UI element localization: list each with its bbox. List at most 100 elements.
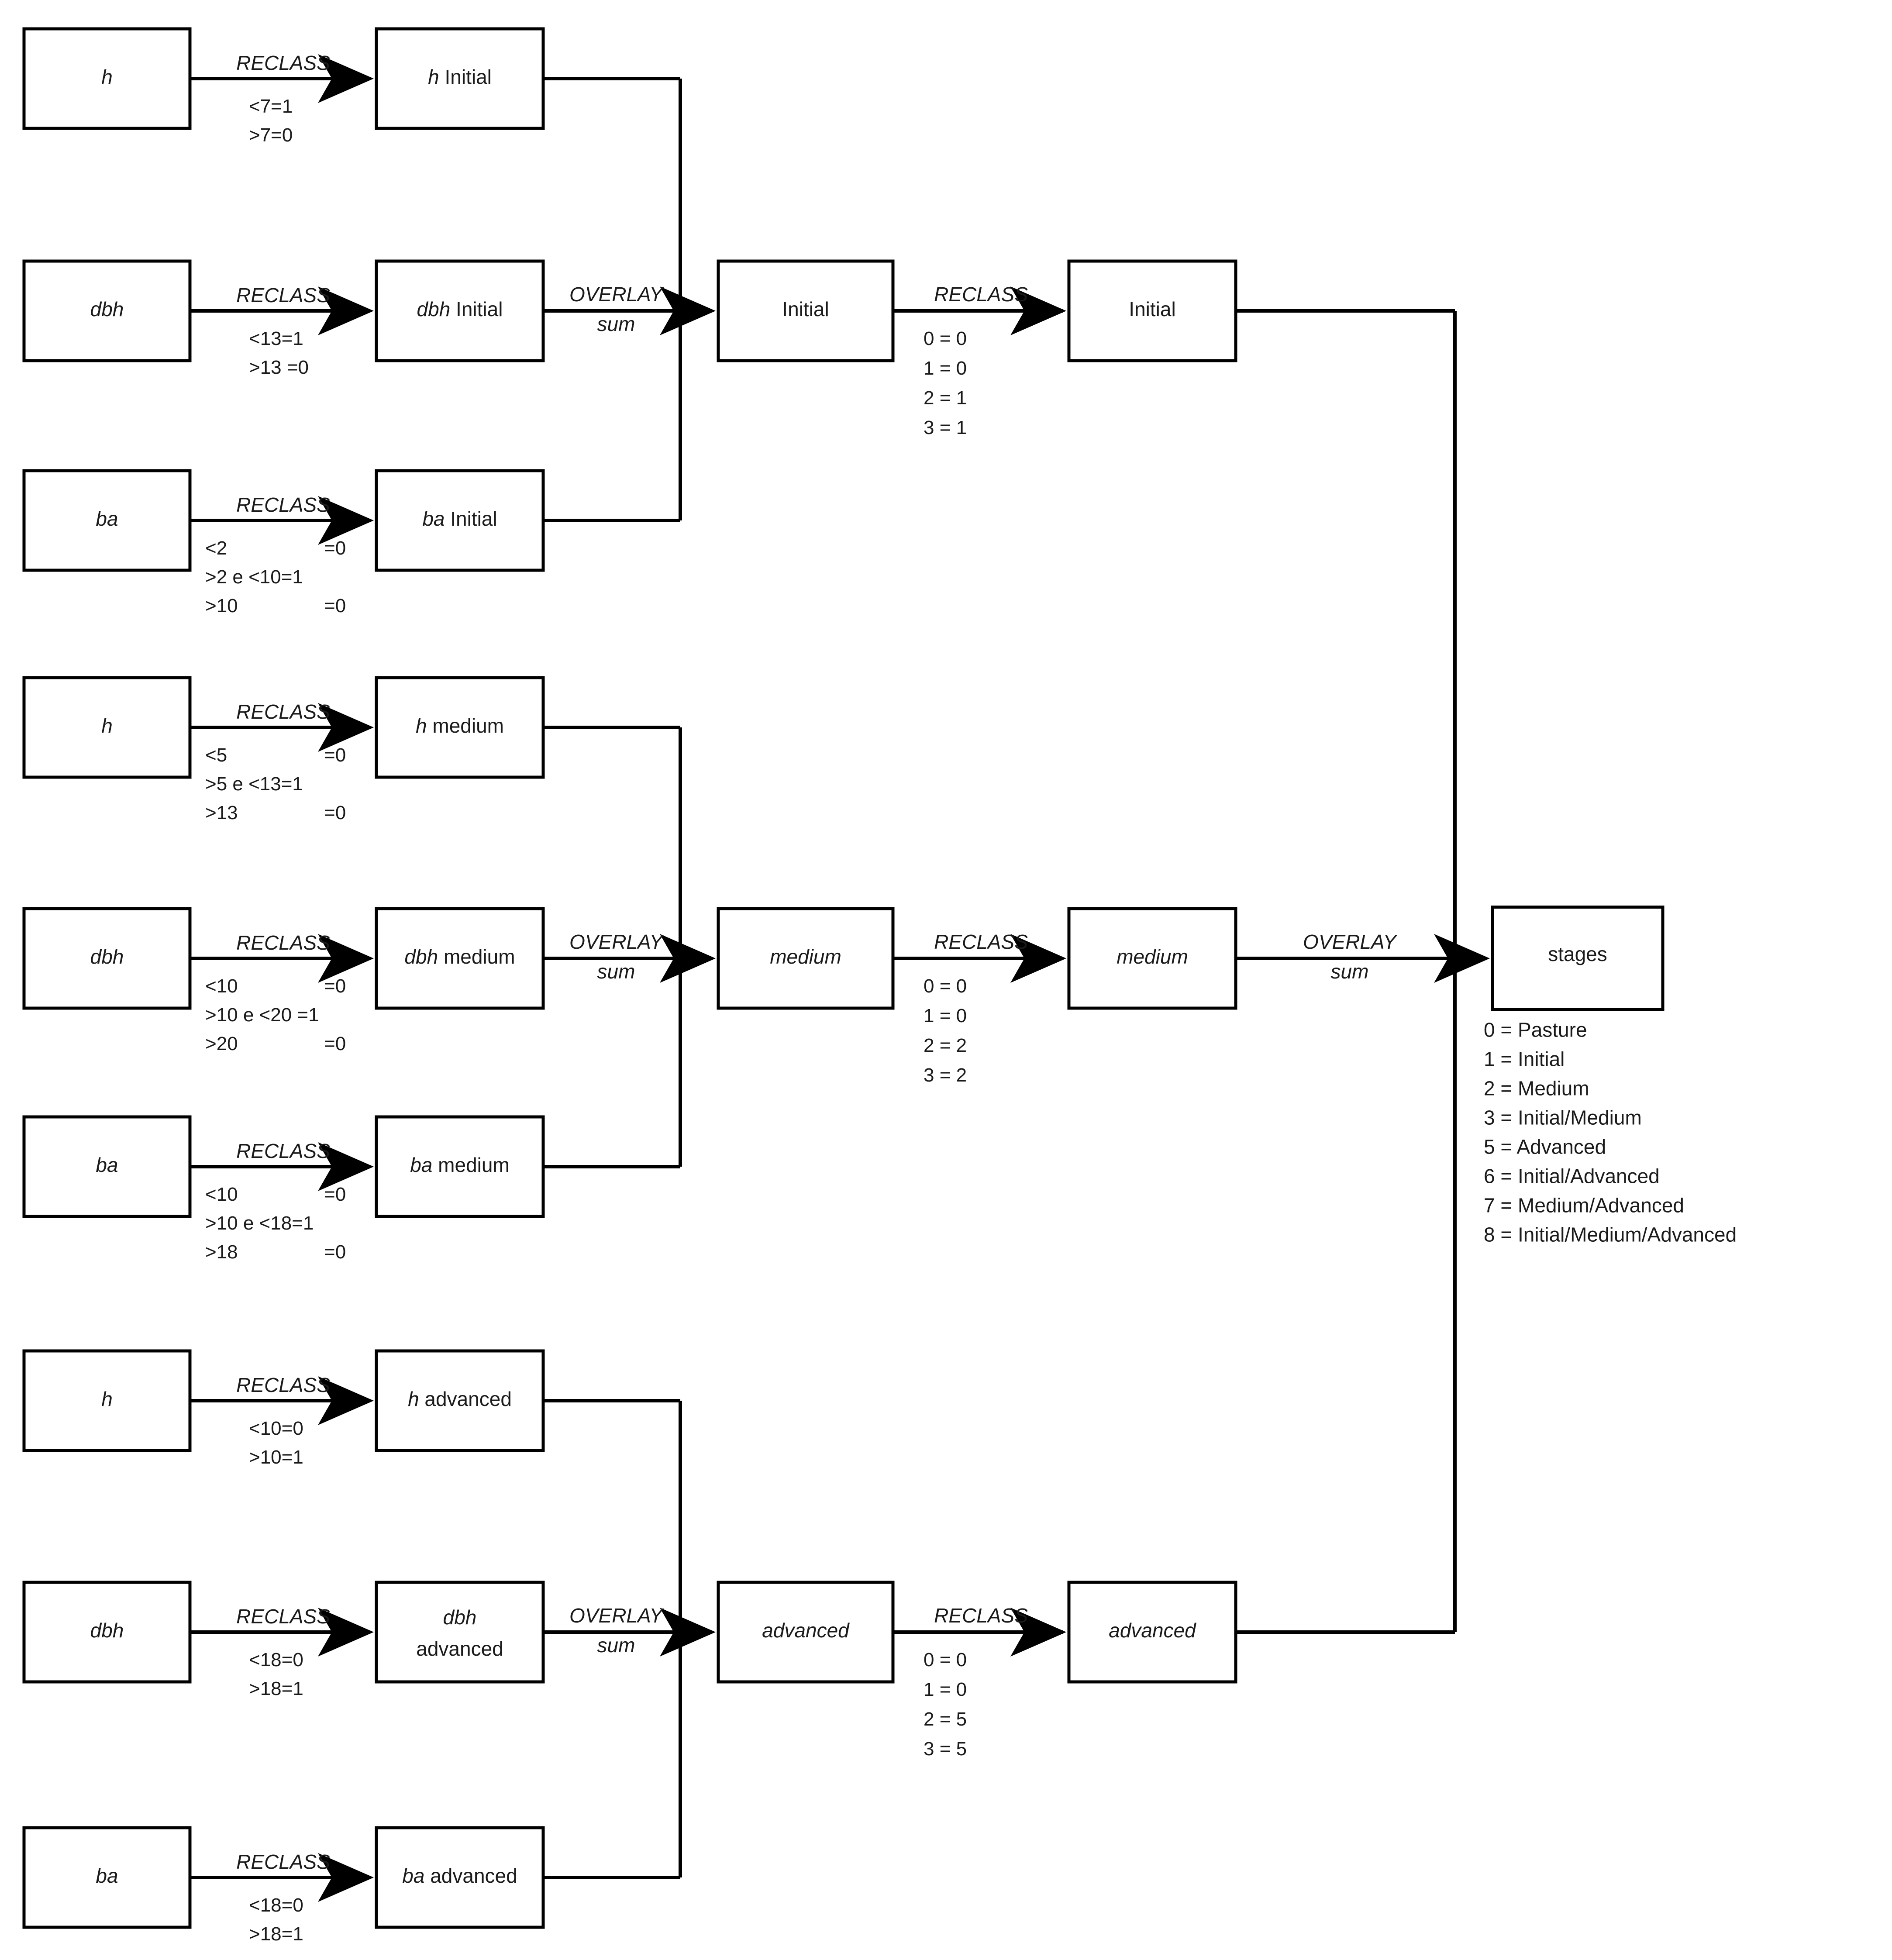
stages-label: stages — [1548, 943, 1607, 965]
final-overlay-sub: sum — [1331, 960, 1369, 983]
overlay-label-advanced: OVERLAY — [569, 1604, 664, 1627]
legend-item-6: 7 = Medium/Advanced — [1484, 1194, 1684, 1217]
row-h-advanced: h RECLASS <10=0 >10=1 h advanced — [22, 1349, 545, 1468]
rule-left-ba-medium-2: >18 — [205, 1241, 238, 1263]
reclass-label-advanced: advanced — [1109, 1619, 1196, 1642]
result-box-ba-initial — [375, 469, 545, 572]
map-rule-initial-0: 0 = 0 — [924, 328, 967, 349]
source-label-dbh-medium: dbh — [90, 945, 124, 968]
sum-label-initial: Initial — [782, 298, 829, 320]
op-label-dbh-initial: RECLASS — [236, 284, 330, 307]
source-label-ba-medium: ba — [96, 1154, 118, 1176]
rule-left-ba-medium-0: <10 — [205, 1184, 238, 1205]
sum-label-medium: medium — [770, 945, 841, 968]
source-label-dbh-advanced: dbh — [90, 1619, 124, 1642]
rule-right-h-medium-0: =0 — [324, 744, 346, 766]
rule-left-dbh-medium-0: <10 — [205, 975, 238, 997]
source-label-dbh-initial: dbh — [90, 298, 124, 320]
op-label-dbh-advanced: RECLASS — [236, 1605, 330, 1628]
op-label-h-initial: RECLASS — [236, 52, 330, 74]
map-rule-medium-3: 3 = 2 — [924, 1064, 967, 1086]
op-label-h-advanced: RECLASS — [236, 1374, 330, 1396]
result-box-dbh-initial — [375, 259, 545, 362]
final-overlay-label: OVERLAY — [1303, 930, 1398, 953]
rule-right-ba-initial-2: =0 — [324, 595, 346, 617]
rule-left-ba-advanced-1: >18=1 — [249, 1923, 303, 1945]
map-rule-initial-3: 3 = 1 — [924, 417, 967, 438]
source-box-h-advanced — [22, 1349, 192, 1452]
result-label-h-medium: h medium — [416, 714, 504, 737]
map-rule-initial-1: 1 = 0 — [924, 358, 967, 379]
rule-left-dbh-initial-0: <13=1 — [249, 328, 303, 349]
rule-right-dbh-medium-2: =0 — [324, 1033, 346, 1054]
sum-label-advanced: advanced — [762, 1619, 850, 1642]
rule-left-h-advanced-1: >10=1 — [249, 1447, 303, 1468]
reclass-box-advanced — [1067, 1581, 1237, 1684]
result-label-ba-advanced: ba advanced — [402, 1864, 517, 1887]
map-rule-advanced-3: 3 = 5 — [924, 1738, 967, 1760]
op-label-dbh-medium: RECLASS — [236, 931, 330, 954]
rule-left-ba-initial-2: >10 — [205, 595, 238, 617]
source-label-h-medium: h — [101, 714, 113, 737]
rule-left-h-medium-0: <5 — [205, 744, 227, 766]
op-label-ba-initial: RECLASS — [236, 493, 330, 516]
rule-left-dbh-initial-1: >13 =0 — [249, 357, 309, 378]
rule-left-h-medium-2: >13 — [205, 802, 238, 823]
rule-left-h-medium-1: >5 e <13=1 — [205, 773, 303, 795]
rule-right-ba-medium-0: =0 — [324, 1184, 346, 1205]
legend-item-3: 3 = Initial/Medium — [1484, 1106, 1642, 1129]
sum-box-medium — [717, 907, 895, 1010]
rule-right-dbh-medium-0: =0 — [324, 975, 346, 997]
source-box-ba-advanced — [22, 1826, 192, 1929]
reclass-box-medium — [1067, 907, 1237, 1010]
result-label-h-advanced: h advanced — [408, 1388, 512, 1410]
rule-left-ba-advanced-0: <18=0 — [249, 1895, 303, 1916]
op-label-advanced: RECLASS — [934, 1604, 1028, 1627]
result-box-h-initial — [375, 27, 545, 130]
source-label-ba-initial: ba — [96, 507, 118, 530]
op-label-ba-advanced: RECLASS — [236, 1850, 330, 1873]
source-box-dbh-medium — [22, 907, 192, 1010]
source-box-dbh-initial — [22, 259, 192, 362]
rule-left-ba-medium-1: >10 e <18=1 — [205, 1213, 314, 1234]
result-label2-dbh-advanced: advanced — [416, 1637, 503, 1660]
overlay-label-medium: OVERLAY — [569, 930, 664, 953]
source-box-h-initial — [22, 27, 192, 130]
source-label-h-advanced: h — [101, 1388, 113, 1410]
legend-item-1: 1 = Initial — [1484, 1048, 1565, 1071]
result-label-h-initial: h Initial — [428, 65, 492, 88]
rule-left-ba-initial-0: <2 — [205, 537, 227, 559]
rule-right-ba-medium-2: =0 — [324, 1241, 346, 1263]
map-rule-initial-2: 2 = 1 — [924, 387, 967, 409]
reclass-box-initial — [1067, 259, 1237, 362]
result-box-ba-medium — [375, 1115, 545, 1218]
result-box-ba-advanced — [375, 1826, 545, 1929]
rule-left-h-advanced-0: <10=0 — [249, 1418, 303, 1439]
result-label-dbh-initial: dbh Initial — [417, 298, 503, 320]
map-rule-advanced-1: 1 = 0 — [924, 1679, 967, 1700]
legend-item-4: 5 = Advanced — [1484, 1136, 1606, 1158]
result-label-ba-initial: ba Initial — [422, 507, 497, 530]
legend-item-7: 8 = Initial/Medium/Advanced — [1484, 1223, 1737, 1246]
rule-left-h-initial-1: >7=0 — [249, 124, 293, 146]
source-label-h-initial: h — [101, 65, 113, 88]
result-box-h-advanced — [375, 1349, 545, 1452]
rule-left-ba-initial-1: >2 e <10=1 — [205, 566, 303, 588]
stages-box — [1491, 906, 1665, 1011]
op-label-initial: RECLASS — [934, 283, 1028, 306]
reclass-label-initial: Initial — [1129, 298, 1175, 320]
result-label-dbh-medium: dbh medium — [404, 945, 515, 968]
overlay-label-initial: OVERLAY — [569, 283, 664, 306]
legend-item-5: 6 = Initial/Advanced — [1484, 1165, 1660, 1188]
